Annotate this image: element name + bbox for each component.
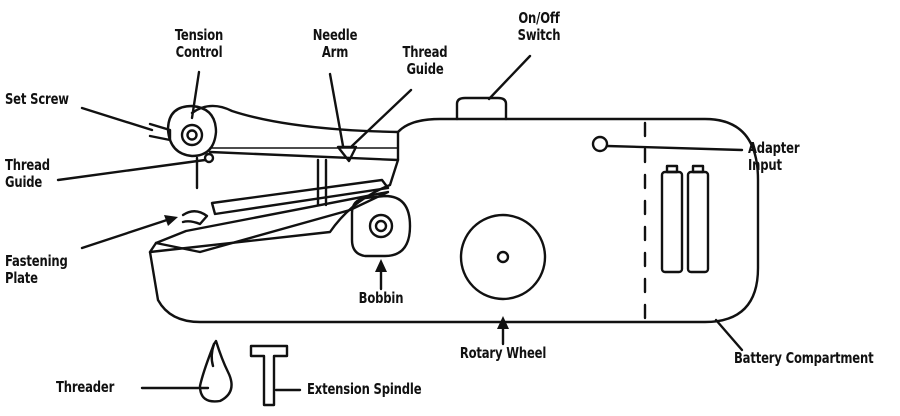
label-set-screw: Set Screw: [5, 91, 69, 108]
battery-cap-left: [665, 164, 679, 174]
label-thread-guide-top-line1: Thread: [402, 43, 448, 61]
needle-arm-lower-edge: [208, 150, 400, 162]
bobbin-inner: [374, 219, 388, 233]
thread-guide-loop-left: [203, 152, 215, 164]
leader-fastening-plate: [80, 217, 172, 250]
extension-spindle-shape: [249, 344, 289, 407]
bobbin-housing: [350, 194, 412, 258]
label-on-off-switch: On/Off Switch: [509, 10, 569, 44]
leader-needle-arm: [328, 72, 345, 148]
label-needle-arm-line2: Arm: [321, 43, 349, 61]
leader-battery-compartment: [714, 318, 744, 352]
fastening-plate-tip: [181, 210, 209, 226]
label-adapter-input-line1: Adapter: [748, 139, 800, 157]
label-thread-guide-top: Thread Guide: [395, 44, 455, 78]
label-threader-text: Threader: [56, 378, 115, 396]
lower-jaw: [154, 190, 390, 254]
thread-guide-top-shape: [336, 145, 358, 163]
tension-control-center: [186, 129, 198, 141]
needle-arm-outline: [190, 104, 400, 134]
lower-jaw-nose: [148, 241, 158, 254]
label-on-off-switch-line2: Switch: [517, 26, 561, 44]
arrow-bobbin: [375, 259, 387, 272]
label-fastening-plate-line1: Fastening: [5, 252, 68, 270]
label-fastening-plate-line2: Plate: [5, 269, 38, 287]
label-needle-arm-line1: Needle: [312, 26, 358, 44]
label-thread-guide-top-line2: Guide: [406, 60, 444, 78]
bobbin-outer: [368, 213, 394, 239]
label-tension-control: Tension Control: [165, 27, 234, 61]
label-battery-compartment-text: Battery Compartment: [734, 349, 874, 367]
label-thread-guide-left-line1: Thread: [5, 156, 50, 174]
machine-body-outline: [148, 117, 760, 324]
tension-head: [166, 104, 218, 158]
label-set-screw-text: Set Screw: [5, 90, 69, 108]
upper-jaw: [210, 178, 390, 216]
rotary-wheel-disc: [459, 213, 547, 301]
leader-thread-guide-top: [350, 88, 413, 148]
label-bobbin: Bobbin: [347, 290, 416, 307]
label-extension-spindle: Extension Spindle: [307, 380, 422, 398]
label-extension-spindle-text: Extension Spindle: [307, 380, 422, 398]
label-needle-arm: Needle Arm: [305, 27, 365, 61]
tension-control-knob: [180, 123, 204, 147]
battery-slot-right: [686, 170, 710, 274]
label-adapter-input: Adapter Input: [748, 139, 800, 174]
threader-body: [198, 339, 233, 403]
label-tension-control-line2: Control: [175, 43, 223, 61]
label-tension-control-line1: Tension: [174, 26, 224, 44]
label-on-off-switch-line1: On/Off: [518, 9, 560, 27]
adapter-input-port: [591, 135, 609, 153]
leader-set-screw: [80, 106, 154, 132]
label-rotary-wheel: Rotary Wheel: [443, 345, 563, 362]
rotary-wheel-hub: [496, 250, 510, 264]
arrow-fastening-plate: [164, 215, 178, 226]
label-battery-compartment: Battery Compartment: [734, 349, 874, 367]
arrow-rotary-wheel: [497, 316, 509, 329]
on-off-switch-shape: [455, 96, 508, 121]
label-thread-guide-left: Thread Guide: [5, 157, 50, 191]
leader-adapter-input: [605, 144, 744, 152]
label-thread-guide-left-line2: Guide: [5, 173, 43, 191]
leader-thread-guide-left: [56, 158, 207, 182]
battery-cap-right: [691, 164, 705, 174]
label-threader: Threader: [56, 379, 114, 396]
leader-on-off-switch: [487, 54, 532, 101]
leader-tension-control: [190, 70, 201, 120]
label-fastening-plate: Fastening Plate: [5, 253, 68, 287]
label-bobbin-text: Bobbin: [358, 289, 404, 307]
set-screw-shape: [148, 122, 172, 142]
label-rotary-wheel-text: Rotary Wheel: [459, 344, 547, 362]
battery-slot-left: [660, 170, 684, 274]
label-adapter-input-line2: Input: [748, 156, 782, 174]
